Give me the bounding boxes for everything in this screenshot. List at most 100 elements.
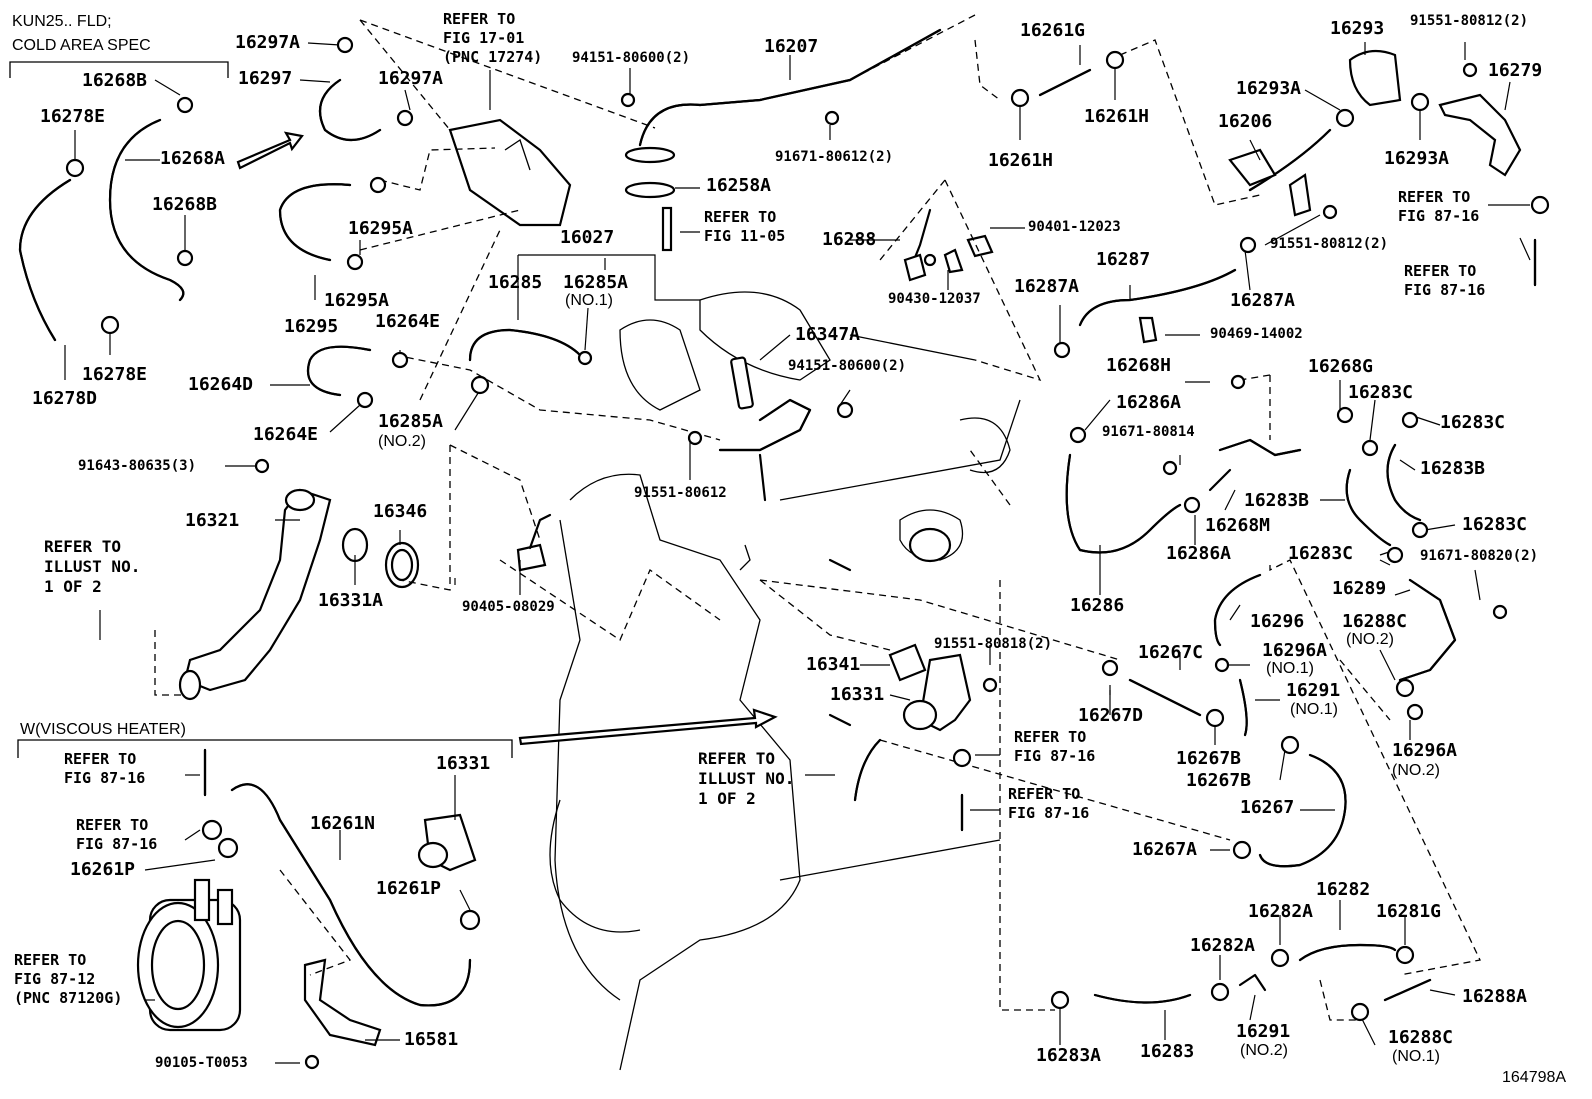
label-16264D: 16264D (188, 374, 254, 395)
label-16295A: 16295A (348, 218, 414, 239)
label-16297A: 16297A (235, 32, 301, 53)
label-94151-80600: 94151-80600(2) (788, 358, 907, 374)
label-16283C: 16283C (1288, 543, 1354, 564)
label-16267B: 16267B (1176, 748, 1242, 769)
gasket-flange (624, 146, 676, 164)
label-90469-14002: 90469-14002 (1210, 326, 1303, 342)
label-16291-no1-sub: (NO.1) (1290, 701, 1338, 718)
hose-16278D-outline (18, 178, 72, 342)
label-16267B: 16267B (1186, 770, 1252, 791)
label-16347A: 16347A (795, 324, 861, 345)
label-16206: 16206 (1218, 111, 1273, 132)
label-16027: 16027 (560, 227, 615, 248)
label-16283C: 16283C (1462, 514, 1528, 535)
label-16282A: 16282A (1248, 901, 1314, 922)
label-16287A: 16287A (1014, 276, 1080, 297)
label-16581: 16581 (404, 1029, 459, 1050)
label-16287: 16287 (1096, 249, 1151, 270)
label-16261H: 16261H (1084, 106, 1150, 127)
label-16321: 16321 (185, 510, 240, 531)
label-16295A: 16295A (324, 290, 390, 311)
label-90401-12023: 90401-12023 (1028, 219, 1121, 235)
diagram-id: 164798A (1502, 1069, 1567, 1086)
label-91671-80612: 91671-80612(2) (775, 149, 894, 165)
label-16288: 16288 (822, 229, 877, 250)
label-16286: 16286 (1070, 595, 1125, 616)
label-16282: 16282 (1316, 879, 1371, 900)
label-16283: 16283 (1140, 1041, 1195, 1062)
label-16268G: 16268G (1308, 356, 1374, 377)
bracket-16581 (303, 958, 382, 1047)
label-91551-80812: 91551-80812(2) (1410, 13, 1529, 29)
hose-16283B-upper-outline (1386, 443, 1422, 522)
model-spec-bracket (9, 61, 229, 78)
hose-16287-outline (1078, 268, 1237, 327)
label-16261P: 16261P (376, 878, 442, 899)
label-16267: 16267 (1240, 797, 1295, 818)
label-16296A-no1: 16296A (1262, 640, 1328, 661)
label-16268A: 16268A (160, 148, 226, 169)
label-16268B: 16268B (82, 70, 148, 91)
label-16281G: 16281G (1376, 901, 1442, 922)
label-16297: 16297 (238, 68, 293, 89)
label-16293A: 16293A (1236, 78, 1302, 99)
label-16285A-no1-sub: (NO.1) (565, 292, 613, 309)
label-16296: 16296 (1250, 611, 1305, 632)
label-16283C: 16283C (1440, 412, 1506, 433)
label-16331A: 16331A (318, 590, 384, 611)
label-16268H: 16268H (1106, 355, 1172, 376)
label-91671-80820: 91671-80820(2) (1420, 548, 1539, 564)
label-16288C-no1: 16288C (1388, 1027, 1454, 1048)
label-16207: 16207 (764, 36, 819, 57)
label-16341: 16341 (806, 654, 861, 675)
label-16297A: 16297A (378, 68, 444, 89)
label-16278E: 16278E (40, 106, 106, 127)
label-94151-80600: 94151-80600(2) (572, 50, 691, 66)
label-16278D: 16278D (32, 388, 98, 409)
label-16291-no2-sub: (NO.2) (1240, 1042, 1288, 1059)
label-16331: 16331 (436, 753, 491, 774)
water-outlet-housing (448, 118, 572, 227)
direction-arrow-lower (518, 708, 778, 746)
viscous-heater-unit (136, 878, 242, 1032)
label-16258A: 16258A (706, 175, 772, 196)
model-spec-line2: COLD AREA SPEC (12, 37, 151, 54)
label-16264E: 16264E (375, 311, 441, 332)
label-16296A-no2-sub: (NO.2) (1392, 762, 1440, 779)
label-91551-80612: 91551-80612 (634, 485, 727, 501)
label-16289: 16289 (1332, 578, 1387, 599)
clamps (65, 36, 1550, 1070)
solid-leaders (64, 42, 1531, 1064)
engine-block-outline (549, 291, 1021, 1071)
model-spec-line1: KUN25.. FLD; (12, 13, 112, 30)
label-91671-80814: 91671-80814 (1102, 424, 1195, 440)
dashed-leaders (154, 14, 1481, 1021)
bracket-16279 (1438, 93, 1522, 177)
label-16295: 16295 (284, 316, 339, 337)
pipe-16347A-outline (718, 398, 812, 452)
label-16267D: 16267D (1078, 705, 1144, 726)
pipe-16291-no2 (1238, 973, 1267, 992)
elbow-16293 (1348, 49, 1402, 107)
label-91551-80812: 91551-80812(2) (1270, 236, 1389, 252)
gasket-16341 (888, 643, 927, 682)
direction-arrow-upper (236, 131, 304, 170)
label-90405-08029: 90405-08029 (462, 599, 555, 615)
label-16288C-no2: 16288C (1342, 611, 1408, 632)
label-16267A: 16267A (1132, 839, 1198, 860)
label-16293A: 16293A (1384, 148, 1450, 169)
label-16285: 16285 (488, 272, 543, 293)
label-16283A: 16283A (1036, 1045, 1102, 1066)
viscous-heater-header: W(VISCOUS HEATER) (20, 721, 186, 738)
viscous-heater-bracket (17, 739, 513, 758)
